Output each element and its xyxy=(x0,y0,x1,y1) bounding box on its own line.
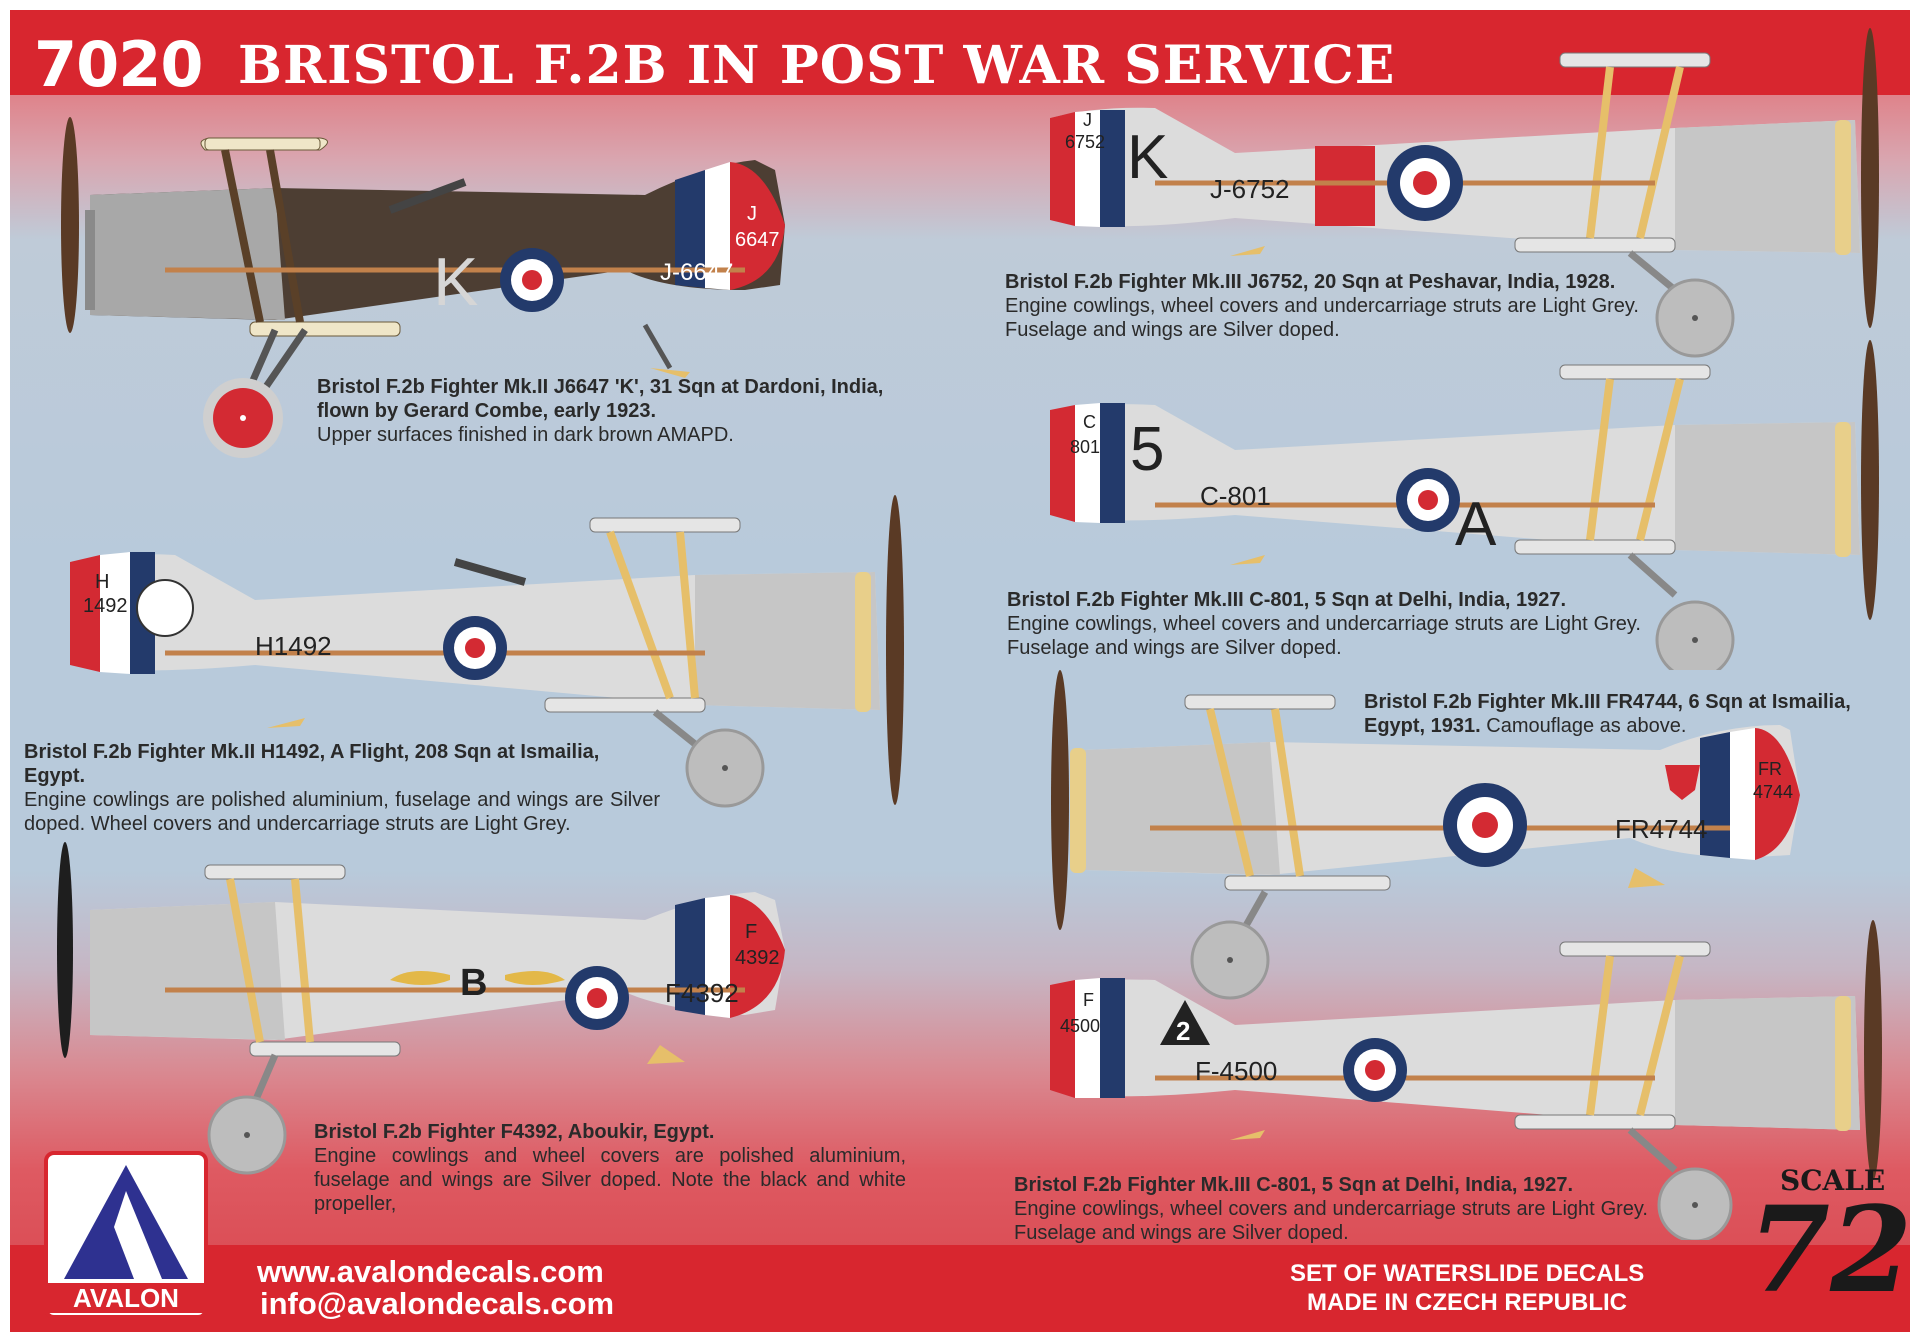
aircraft-serial: F4392 xyxy=(665,978,739,1008)
caption-note: Engine cowlings, wheel covers and underc… xyxy=(1005,295,1639,341)
fin-number: 4744 xyxy=(1753,782,1793,802)
aircraft-serial: J-6647 xyxy=(660,259,733,286)
nose-number: 5 xyxy=(1130,415,1164,484)
aircraft-profile-j6752: K J-6752 J 6752 xyxy=(1050,28,1879,358)
aircraft-serial: FR4744 xyxy=(1615,814,1708,844)
caption-title: Bristol F.2b Fighter Mk.II H1492, A Flig… xyxy=(24,741,600,787)
caption-title: Bristol F.2b Fighter Mk.III C-801, 5 Sqn… xyxy=(1014,1174,1574,1196)
caption-h1492: Bristol F.2b Fighter Mk.II H1492, A Flig… xyxy=(24,740,660,836)
avalon-logo: AVALON xyxy=(44,1151,208,1319)
caption-f4500: Bristol F.2b Fighter Mk.III C-801, 5 Sqn… xyxy=(1014,1173,1648,1245)
scale-label: SCALE xyxy=(1780,1164,1886,1197)
aircraft-code: 2 xyxy=(1176,1016,1190,1046)
caption-title: Bristol F.2b Fighter Mk.II J6647 'K', 31… xyxy=(317,376,884,422)
aircraft-profile-j6647: K J-6647 J 6647 xyxy=(61,117,785,458)
aircraft-code: B xyxy=(460,962,487,1004)
aircraft-profile-f4500: 2 F-4500 F 4500 xyxy=(1050,920,1882,1240)
aircraft-serial: J-6752 xyxy=(1210,174,1290,204)
aircraft-profile-f4392: B F4392 F 4392 xyxy=(57,842,785,1175)
caption-title: Bristol F.2b Fighter Mk.III C-801, 5 Sqn… xyxy=(1007,589,1567,611)
aircraft-serial: C-801 xyxy=(1200,481,1271,511)
product-number: 7020 xyxy=(34,28,204,101)
fin-letter: F xyxy=(745,921,757,943)
aircraft-profile-c801: 5 A C-801 C 801 xyxy=(1050,340,1879,670)
page-title: BRISTOL F.2B IN POST WAR SERVICE xyxy=(238,35,1396,96)
aircraft-serial: H1492 xyxy=(255,631,332,661)
website-link[interactable]: www.avalondecals.com xyxy=(257,1254,604,1289)
fin-letter: FR xyxy=(1758,759,1782,779)
fin-number: 6647 xyxy=(735,229,780,251)
fin-letter: J xyxy=(747,203,757,225)
fin-number: 4500 xyxy=(1060,1016,1100,1036)
caption-f4392: Bristol F.2b Fighter F4392, Aboukir, Egy… xyxy=(314,1120,906,1216)
fin-letter: F xyxy=(1083,990,1094,1010)
email-link[interactable]: info@avalondecals.com xyxy=(260,1286,615,1321)
made-in-text: MADE IN CZECH REPUBLIC xyxy=(1307,1289,1628,1316)
caption-title: Bristol F.2b Fighter F4392, Aboukir, Egy… xyxy=(314,1121,715,1143)
caption-note: Engine cowlings, wheel covers and underc… xyxy=(1014,1198,1648,1244)
fin-number: 6752 xyxy=(1065,132,1105,152)
decal-type-text: SET OF WATERSLIDE DECALS xyxy=(1290,1260,1645,1287)
brand-name: AVALON xyxy=(48,1283,204,1313)
sheet-frame: 7020 BRISTOL F.2B IN POST WAR SERVICE xyxy=(10,10,1910,1332)
caption-note: Camouflage as above. xyxy=(1486,715,1687,737)
aircraft-code: K xyxy=(1127,123,1168,192)
fin-number: 801 xyxy=(1070,437,1100,457)
scale-number: 72 xyxy=(1748,1180,1910,1319)
fin-letter: H xyxy=(95,571,109,593)
caption-fr4744: Bristol F.2b Fighter Mk.III FR4744, 6 Sq… xyxy=(1364,690,1904,738)
aircraft-serial: F-4500 xyxy=(1195,1056,1277,1086)
aircraft-profile-fr4744: FR4744 FR 4744 xyxy=(1051,670,1800,1000)
caption-note: Engine cowlings and wheel covers are pol… xyxy=(314,1145,906,1215)
caption-title: Bristol F.2b Fighter Mk.III J6752, 20 Sq… xyxy=(1005,271,1616,293)
caption-note: Engine cowlings are polished aluminium, … xyxy=(24,789,660,835)
fin-letter: C xyxy=(1083,412,1096,432)
aircraft-code: A xyxy=(1455,490,1497,559)
footer-band xyxy=(10,1245,1910,1332)
caption-note: Engine cowlings, wheel covers and underc… xyxy=(1007,613,1641,659)
fin-number: 1492 xyxy=(83,595,128,617)
caption-c801: Bristol F.2b Fighter Mk.III C-801, 5 Sqn… xyxy=(1007,588,1641,660)
avalon-triangle-icon xyxy=(64,1165,188,1279)
aircraft-code: K xyxy=(433,244,478,320)
caption-note: Upper surfaces finished in dark brown AM… xyxy=(317,424,734,446)
caption-title: Bristol F.2b Fighter Mk.III FR4744, 6 Sq… xyxy=(1364,691,1851,737)
fin-letter: J xyxy=(1083,110,1092,130)
fin-number: 4392 xyxy=(735,947,780,969)
caption-j6647: Bristol F.2b Fighter Mk.II J6647 'K', 31… xyxy=(317,375,909,447)
aircraft-profile-h1492: H1492 H 1492 xyxy=(70,495,904,808)
caption-j6752: Bristol F.2b Fighter Mk.III J6752, 20 Sq… xyxy=(1005,270,1639,342)
